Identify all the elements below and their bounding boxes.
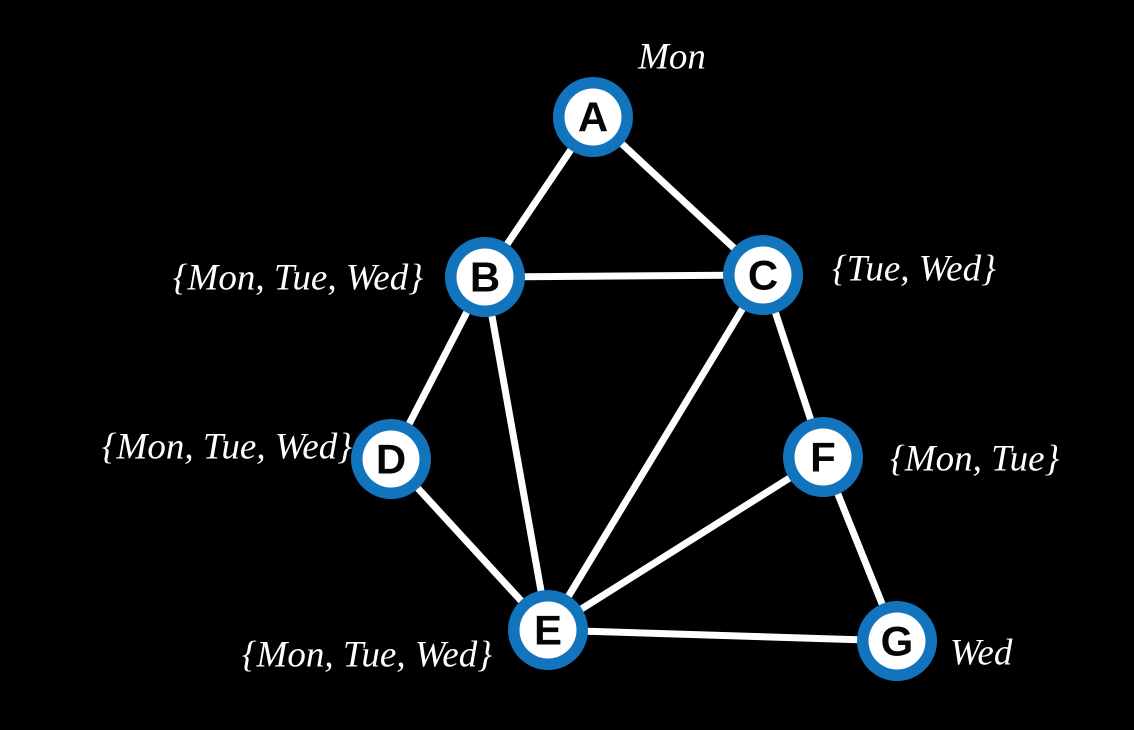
node-C-domain-label: {Tue, Wed} [832, 249, 996, 290]
node-F-fill [794, 428, 852, 486]
node-G-domain-label: Wed [950, 633, 1013, 674]
node-G-letter: G [881, 618, 914, 665]
node-E-domain-label: {Mon, Tue, Wed} [242, 635, 492, 676]
node-A-fill [564, 88, 622, 146]
edges-layer [387, 113, 901, 645]
node-D-fill [362, 430, 420, 488]
edge-B-C [481, 271, 767, 281]
node-B-domain-label: {Mon, Tue, Wed} [173, 258, 423, 299]
node-C-fill [734, 246, 792, 304]
nodes-layer: A B C D E F G [351, 77, 937, 681]
node-G: G [857, 601, 937, 681]
edge-E-G [544, 626, 901, 645]
node-D-letter: D [376, 436, 406, 483]
node-C-letter: C [748, 252, 778, 299]
node-F-letter: F [810, 434, 836, 481]
node-D-domain-label: {Mon, Tue, Wed} [102, 427, 352, 468]
node-E: E [508, 590, 588, 670]
node-A-letter: A [578, 94, 608, 141]
edge-C-E [544, 271, 767, 634]
node-B: B [445, 237, 525, 317]
node-G-fill [868, 612, 926, 670]
node-F-domain-label: {Mon, Tue} [890, 439, 1060, 480]
node-D: D [351, 419, 431, 499]
node-A: A [553, 77, 633, 157]
node-E-fill [519, 601, 577, 659]
labels-layer: Mon {Mon, Tue, Wed} {Tue, Wed} {Mon, Tue, W… [102, 37, 1060, 676]
node-B-fill [456, 248, 514, 306]
node-A-domain-label: Mon [637, 37, 706, 78]
edge-B-E [481, 273, 552, 634]
node-B-letter: B [470, 254, 500, 301]
node-E-letter: E [534, 607, 562, 654]
node-F: F [783, 417, 863, 497]
node-C: C [723, 235, 803, 315]
edge-E-F [544, 453, 827, 634]
